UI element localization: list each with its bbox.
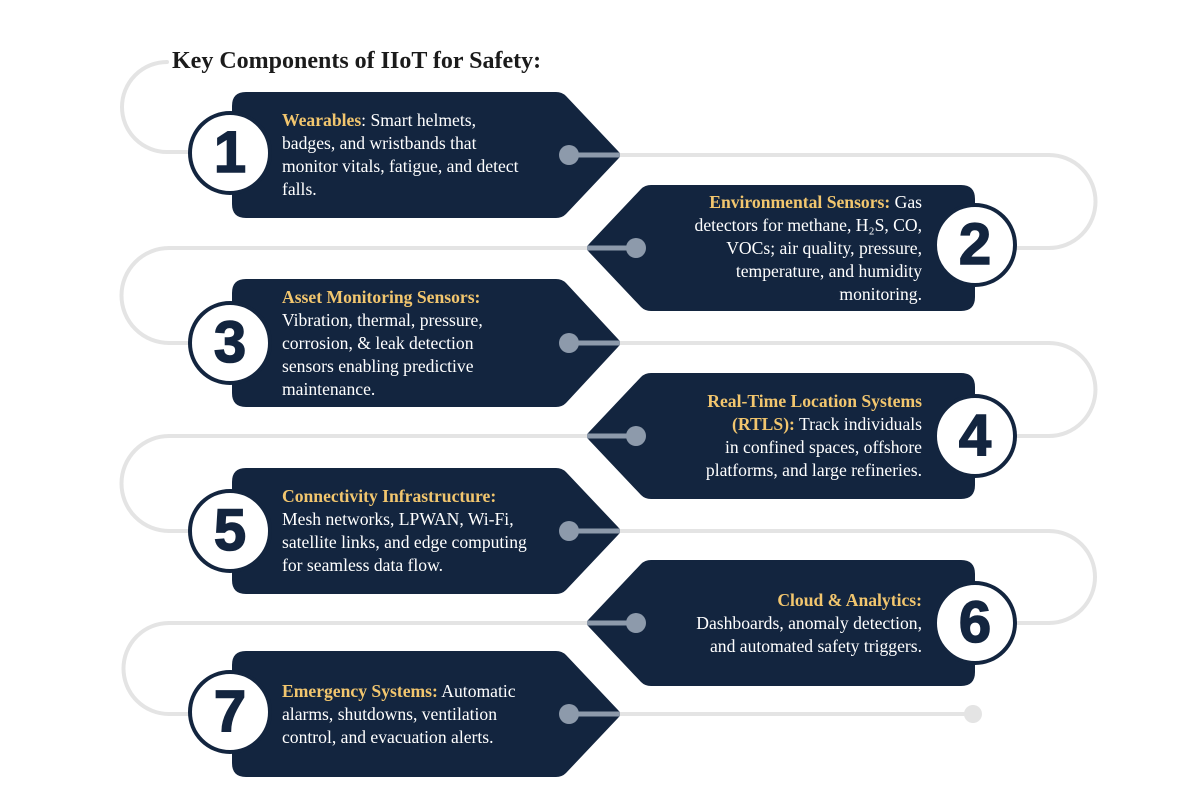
- tag-line: temperature, and humidity: [735, 260, 922, 281]
- tag-emergency-systems: Emergency Systems: Automatic alarms, shu…: [282, 651, 582, 777]
- tag-line: Dashboards, anomaly detection,: [696, 612, 922, 633]
- flow-path-end-dot: [964, 705, 982, 723]
- connector-dot-5: [559, 521, 579, 541]
- tag-wearables: Wearables: Smart helmets, badges, and wr…: [282, 92, 582, 218]
- tag-heading: Real-Time Location Systems: [707, 391, 922, 411]
- step-number-5: 5: [213, 498, 247, 563]
- connector-dot-6: [626, 613, 646, 633]
- tag-line: maintenance.: [282, 378, 376, 399]
- tag-heading: Environmental Sensors:: [709, 191, 891, 212]
- tag-shape-3: [232, 279, 620, 407]
- tag-shape-6: [587, 560, 975, 686]
- tag-line: falls.: [282, 179, 317, 199]
- tag-line: Vibration, thermal, pressure,: [282, 309, 483, 330]
- tag-line: Mesh networks, LPWAN, Wi-Fi,: [282, 509, 514, 529]
- tag-body: : Smart helmets,: [361, 110, 477, 130]
- step-number-3: 3: [213, 310, 247, 375]
- tag-line: badges, and wristbands that: [282, 133, 477, 153]
- connector-dot-2: [626, 238, 646, 258]
- tag-line: for seamless data flow.: [282, 555, 444, 575]
- tag-heading: Connectivity Infrastructure:: [282, 486, 497, 506]
- step-badge-circle-7: [188, 670, 272, 754]
- tag-heading: Asset Monitoring Sensors:: [282, 286, 481, 307]
- step-badge-circle-3: [188, 301, 272, 385]
- tag-line: Wearables: Smart helmets,: [282, 109, 582, 132]
- tag-line: in confined spaces, offshore: [724, 437, 922, 457]
- step-number-6: 6: [958, 590, 992, 655]
- step-badge-circle-4: [933, 394, 1017, 478]
- step-badge-circle-2: [933, 203, 1017, 287]
- tag-line: satellite links, and edge computing: [282, 532, 527, 552]
- tag-real-time-location-systems: Real-Time Location Systems (RTLS): Track…: [622, 373, 922, 499]
- tag-line: platforms, and large refineries.: [705, 460, 922, 480]
- connector-dot-3: [559, 333, 579, 353]
- tag-connectivity-infrastructure: Connectivity Infrastructure: Mesh networ…: [282, 468, 582, 594]
- step-badge-circle-5: [188, 489, 272, 573]
- tag-asset-monitoring-sensors: Asset Monitoring Sensors: Vibration, the…: [282, 279, 582, 407]
- tag-line: Environmental Sensors: Gas: [622, 191, 922, 214]
- step-number-7: 7: [213, 679, 247, 744]
- tag-line: Emergency Systems: Automatic: [282, 680, 582, 703]
- tag-line: (RTLS): Track individuals: [622, 413, 922, 436]
- connector-dots: [559, 145, 646, 724]
- tag-line: corrosion, & leak detection: [282, 332, 474, 353]
- tag-cloud-analytics: Cloud & Analytics: Dashboards, anomaly d…: [622, 560, 922, 686]
- tag-shape-5: [232, 468, 620, 594]
- page-title: Key Components of IIoT for Safety:: [172, 48, 542, 74]
- step-number-4: 4: [958, 403, 992, 468]
- tag-body: Automatic: [437, 680, 516, 701]
- tag-shape-4: [587, 373, 975, 499]
- connector-dot-1: [559, 145, 579, 165]
- tag-line: VOCs; air quality, pressure,: [726, 237, 922, 258]
- flow-path-start: [120, 60, 232, 154]
- tag-shape-1: [232, 92, 620, 218]
- tag-heading: (RTLS):: [732, 414, 795, 434]
- connector-dot-4: [626, 426, 646, 446]
- tag-line: detectors for methane, H₂S, CO,: [694, 214, 922, 235]
- step-number-2: 2: [958, 212, 992, 277]
- step-badge-circle-1: [188, 111, 272, 195]
- tag-line: monitor vitals, fatigue, and detect: [282, 156, 519, 176]
- step-number-1: 1: [213, 120, 247, 185]
- tag-environmental-sensors: Environmental Sensors: Gas detectors for…: [622, 185, 922, 311]
- tag-shape-7: [232, 651, 620, 777]
- tag-shape-2: [587, 185, 975, 311]
- tag-line: control, and evacuation alerts.: [282, 726, 494, 747]
- tag-heading: Cloud & Analytics:: [777, 589, 922, 610]
- tag-line: sensors enabling predictive: [282, 355, 474, 376]
- connector-dot-7: [559, 704, 579, 724]
- tag-line: and automated safety triggers.: [709, 635, 922, 656]
- step-badge-circle-6: [933, 581, 1017, 665]
- tag-heading: Wearables: [282, 110, 362, 130]
- tag-heading: Emergency Systems:: [282, 680, 438, 701]
- tag-body: Track individuals: [794, 414, 922, 434]
- tag-line: alarms, shutdowns, ventilation: [282, 703, 498, 724]
- tag-body: Gas: [890, 191, 922, 212]
- tag-line: monitoring.: [839, 283, 922, 304]
